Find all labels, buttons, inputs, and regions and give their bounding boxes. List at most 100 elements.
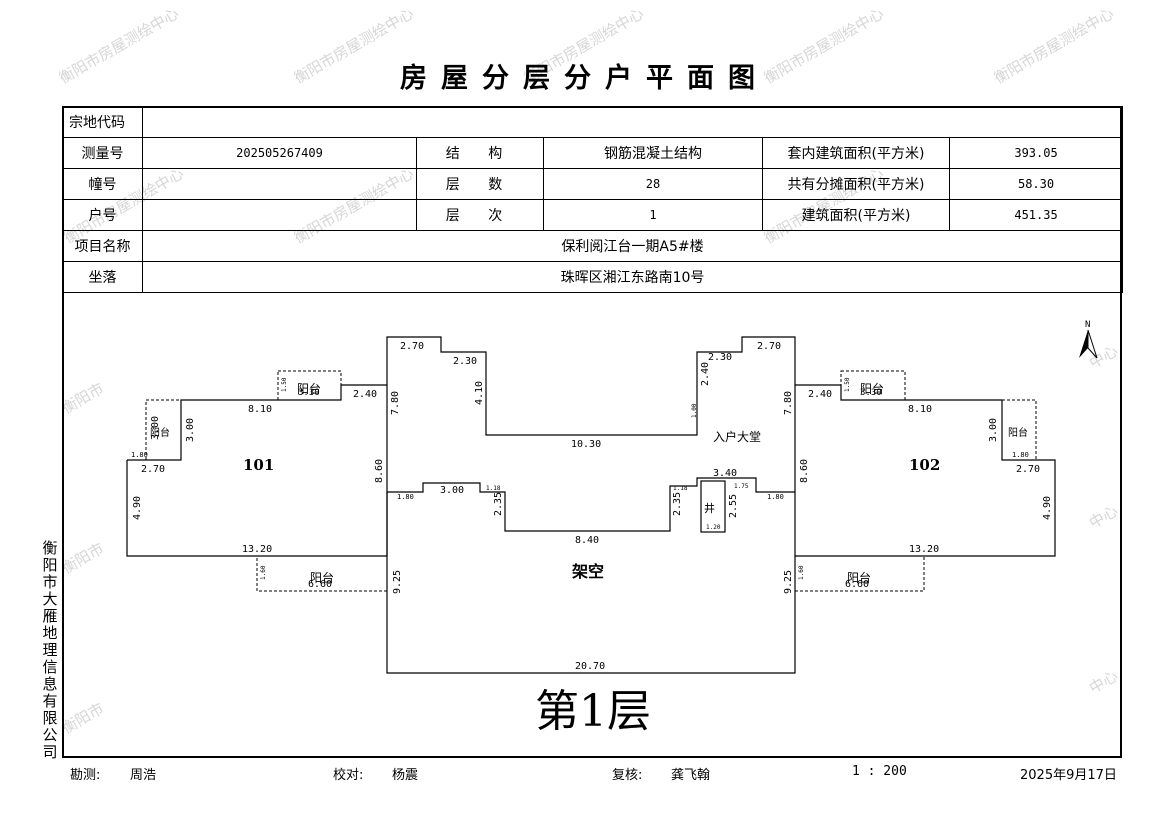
dimension-label: 7.80 bbox=[783, 391, 794, 415]
table-row: 幢号 层 数 28 共有分摊面积(平方米) 58.30 bbox=[62, 168, 1124, 200]
location-value: 珠晖区湘江东路南10号 bbox=[141, 261, 1124, 293]
dimension-label: 2.35 bbox=[493, 492, 504, 516]
company-vertical-label: 衡阳市大雁地理信息有限公司 bbox=[42, 539, 58, 761]
dimension-label: 1.50 bbox=[844, 377, 851, 392]
inner-area-label: 套内建筑面积(平方米) bbox=[762, 137, 950, 169]
lobby-label: 入户大堂 bbox=[713, 429, 761, 444]
dimension-label: 3.00 bbox=[185, 418, 196, 442]
dimension-label: 6.60 bbox=[308, 579, 332, 590]
dimension-label: 2.40 bbox=[353, 389, 377, 400]
shaft-label: 井 bbox=[704, 501, 715, 515]
dimension-label: 2.35 bbox=[672, 492, 683, 516]
dimension-label: 7.80 bbox=[390, 391, 401, 415]
building-no-label: 幢号 bbox=[62, 168, 143, 200]
dimension-label: 1.18 bbox=[673, 485, 688, 492]
dimension-label: 1.60 bbox=[260, 565, 267, 580]
total-area-value: 451.35 bbox=[948, 199, 1124, 231]
table-row: 坐落 珠晖区湘江东路南10号 bbox=[62, 261, 1124, 293]
balcony-label: 阳台 bbox=[310, 570, 334, 585]
floors-label: 层 数 bbox=[416, 168, 544, 200]
floor-title: 第1层 bbox=[535, 686, 651, 737]
property-info-table: 宗地代码 测量号 202505267409 结 构 钢筋混凝土结构 套内建筑面积… bbox=[62, 106, 1124, 293]
dimension-label: 6.60 bbox=[845, 579, 869, 590]
balcony-label: 阳台 bbox=[860, 381, 884, 396]
dimension-label: 2.70 bbox=[757, 341, 781, 352]
dimension-label: 2.70 bbox=[1016, 464, 1040, 475]
checker-name: 杨震 bbox=[392, 768, 419, 783]
dimension-label: 1.75 bbox=[734, 483, 749, 490]
building-outline bbox=[126, 336, 1056, 674]
table-row: 测量号 202505267409 结 构 钢筋混凝土结构 套内建筑面积(平方米)… bbox=[62, 137, 1124, 169]
dimension-label: 1.80 bbox=[131, 451, 148, 459]
dimension-label: 3.30 bbox=[298, 388, 320, 398]
unit-no-label: 户号 bbox=[62, 199, 143, 231]
date-label: 2025年9月17日 bbox=[1020, 768, 1117, 783]
reviewer-label: 复核: bbox=[612, 768, 643, 783]
dimension-label: 1.80 bbox=[397, 493, 414, 501]
dimension-label: 1.80 bbox=[767, 493, 784, 501]
balcony-label: 阳台 bbox=[1008, 426, 1028, 439]
dimension-label: 4.10 bbox=[474, 381, 485, 405]
dimension-label: 2.30 bbox=[708, 352, 732, 363]
dimension-label: 1.60 bbox=[798, 565, 805, 580]
inner-area-value: 393.05 bbox=[948, 137, 1124, 169]
dimension-label: 2.70 bbox=[141, 464, 165, 475]
balcony-label: 阳台 bbox=[150, 426, 170, 439]
balcony-outline bbox=[794, 555, 925, 592]
dimension-label: 13.20 bbox=[909, 544, 939, 555]
dimension-label: 8.10 bbox=[908, 404, 932, 415]
project-label: 项目名称 bbox=[62, 230, 143, 262]
location-label: 坐落 bbox=[62, 261, 143, 293]
table-row: 户号 层 次 1 建筑面积(平方米) 451.35 bbox=[62, 199, 1124, 231]
floors-value: 28 bbox=[543, 168, 763, 200]
dimension-label: 3.40 bbox=[713, 468, 737, 479]
open-space-label: 架空 bbox=[571, 562, 604, 581]
building-no-value bbox=[142, 168, 417, 200]
shared-area-label: 共有分摊面积(平方米) bbox=[762, 168, 950, 200]
shaft-outline bbox=[700, 480, 726, 533]
shared-area-value: 58.30 bbox=[948, 168, 1124, 200]
dimension-label: 9.25 bbox=[392, 570, 403, 594]
scale-label: 1 : 200 bbox=[852, 764, 907, 779]
north-label: N bbox=[1085, 320, 1090, 330]
total-area-label: 建筑面积(平方米) bbox=[762, 199, 950, 231]
dimension-label: 3.00 bbox=[150, 416, 161, 440]
vertical-dimension-group: 4.10 7.80 7.80 2.40 3.00 3.00 3.00 8.60 … bbox=[132, 362, 1053, 594]
balcony-outline bbox=[1001, 399, 1037, 461]
balcony-outline bbox=[145, 399, 182, 461]
dimension-label: 2.40 bbox=[808, 389, 832, 400]
dimension-label: 4.90 bbox=[1042, 496, 1053, 520]
dimension-label: 8.60 bbox=[374, 459, 385, 483]
unit-102-label: 102 bbox=[909, 456, 940, 474]
dimension-label: 3.30 bbox=[860, 388, 882, 398]
dimension-label: 1.80 bbox=[1012, 451, 1029, 459]
dimension-label: 1.50 bbox=[281, 377, 288, 392]
balcony-outline bbox=[277, 370, 342, 401]
dimension-label: 3.00 bbox=[988, 418, 999, 442]
reviewer-name: 龚飞翰 bbox=[671, 768, 711, 783]
dimension-label: 1.00 bbox=[691, 403, 698, 418]
balcony-outline bbox=[256, 555, 388, 592]
checker-label: 校对: bbox=[333, 768, 364, 783]
unit-101-label: 101 bbox=[243, 456, 274, 474]
balcony-label: 阳台 bbox=[847, 570, 871, 585]
dimension-label: 9.25 bbox=[783, 570, 794, 594]
dimension-label: 2.70 bbox=[400, 341, 424, 352]
courtyard-outline bbox=[387, 477, 795, 532]
structure-label: 结 构 bbox=[416, 137, 544, 169]
dimension-label: 8.10 bbox=[248, 404, 272, 415]
dimension-label: 2.40 bbox=[700, 362, 711, 386]
dimension-label: 13.20 bbox=[242, 544, 272, 555]
table-row: 项目名称 保利阅江台一期A5#楼 bbox=[62, 230, 1124, 262]
survey-no-label: 测量号 bbox=[62, 137, 143, 169]
dimension-label: 1.18 bbox=[486, 485, 501, 492]
dimension-label: 8.40 bbox=[575, 535, 599, 546]
dimension-label: 2.55 bbox=[728, 494, 739, 518]
surveyor-label: 勘测: bbox=[70, 768, 101, 783]
balcony-label: 阳台 bbox=[297, 381, 321, 396]
north-arrow-icon: N bbox=[1079, 320, 1098, 359]
surveyor-name: 周浩 bbox=[130, 768, 157, 783]
page-title: 房屋分层分户平面图 bbox=[400, 63, 769, 94]
balcony-outline bbox=[840, 370, 906, 401]
